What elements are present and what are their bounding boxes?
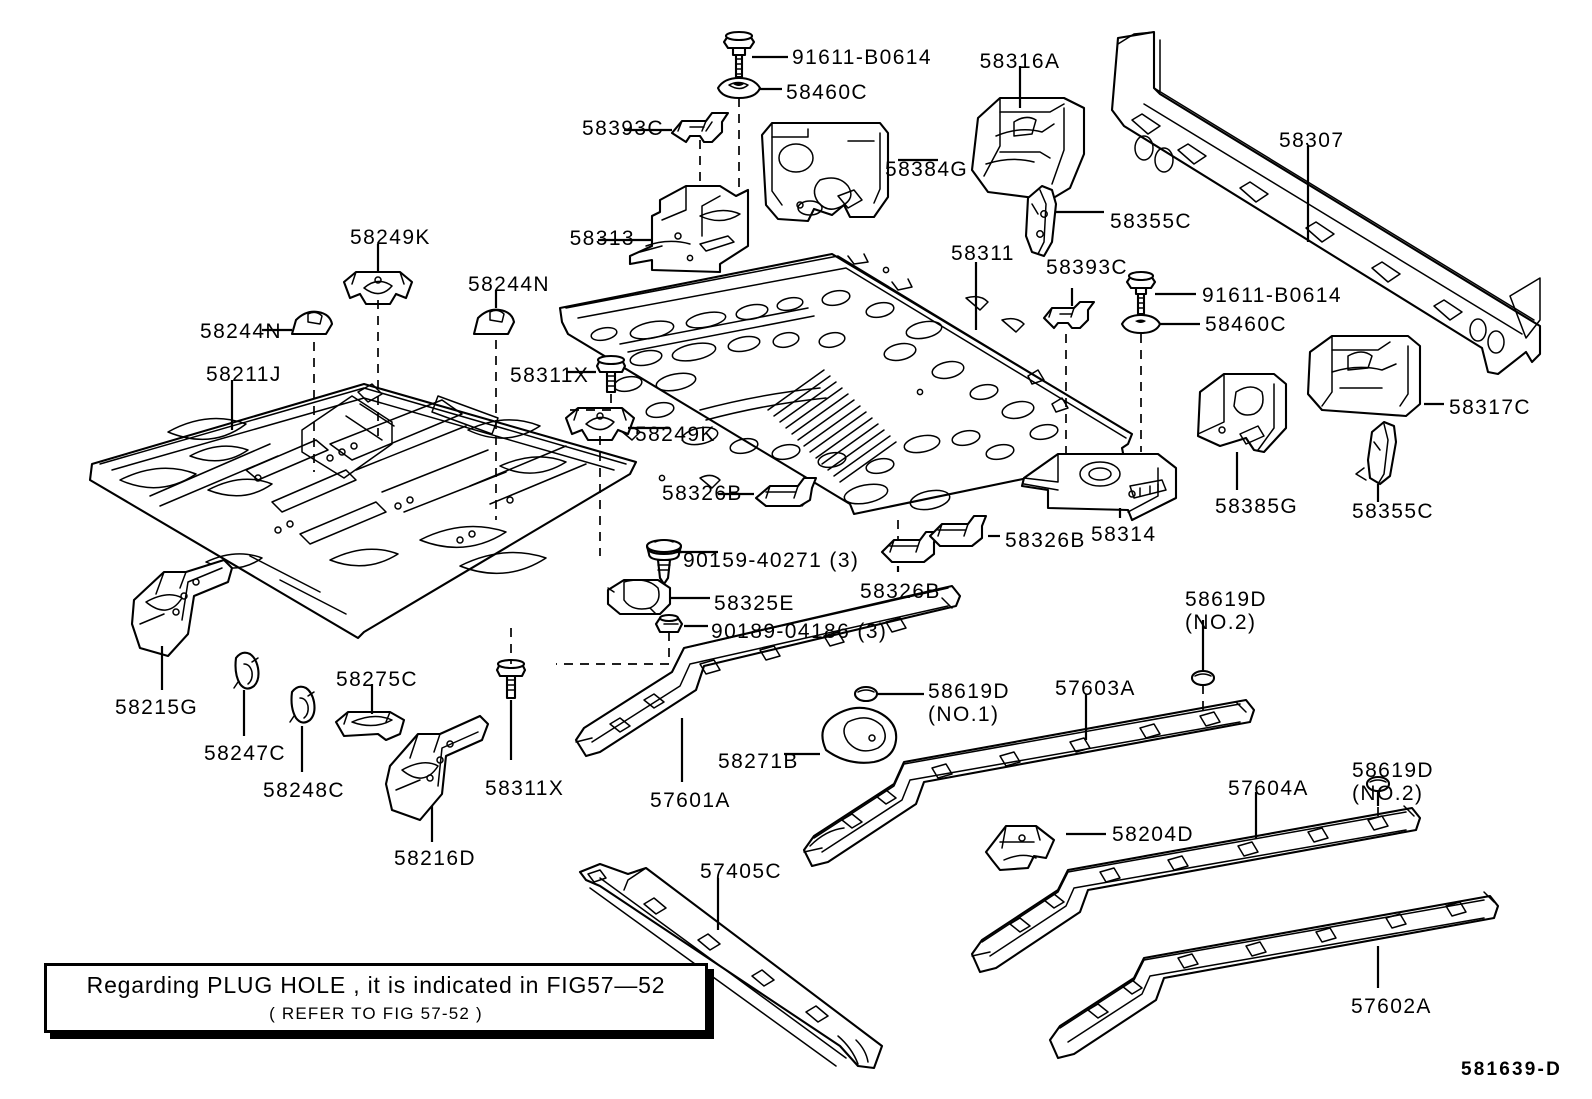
callout-label-58311x: 58311X [485, 777, 565, 800]
part-58314 [1020, 452, 1178, 522]
part-58385G [1196, 372, 1288, 454]
part-58355C-upper [1024, 184, 1058, 258]
part-57602A [1048, 891, 1500, 1060]
callout-label-58460c: 58460C [1205, 313, 1287, 336]
part-58204D [984, 824, 1056, 872]
callout-label-58247c: 58247C [204, 742, 286, 765]
callout-label-58311: 58311 [951, 242, 1015, 265]
part-58307 [1110, 30, 1542, 376]
part-58393C-top [670, 111, 730, 144]
part-57603A [802, 698, 1256, 868]
assembly-axis-9 [563, 394, 612, 411]
callout-label-57604a: 57604A [1228, 777, 1309, 800]
callout-label-58325e: 58325E [714, 592, 795, 615]
part-90189-04186 [654, 613, 684, 634]
part-58247C [233, 651, 260, 690]
callout-label-91611-b0614: 91611-B0614 [792, 46, 932, 69]
note-line-2: ( REFER TO FIG 57-52 ) [269, 1004, 483, 1023]
part-58311X-lower [495, 658, 527, 700]
plug-hole-note-box: Regarding PLUG HOLE , it is indicated in… [44, 963, 708, 1033]
callout-label-58393c: 58393C [1046, 256, 1128, 279]
part-58326B-c [928, 514, 988, 548]
callout-label-58313: 58313 [569, 227, 635, 250]
part-58244N-right [472, 308, 516, 336]
callout-label-58326b: 58326B [1005, 529, 1086, 552]
callout-label-90159-40271-3: 90159-40271 (3) [683, 549, 860, 572]
callout-label-58326b: 58326B [662, 482, 743, 505]
part-58271B [821, 706, 898, 764]
callout-label-58355c: 58355C [1110, 210, 1192, 233]
callout-label-58385g: 58385G [1215, 495, 1299, 518]
callout-label-58393c: 58393C [582, 117, 664, 140]
callout-label-57602a: 57602A [1351, 995, 1432, 1018]
callout-label-58248c: 58248C [263, 779, 345, 802]
callout-label-58249k: 58249K [635, 423, 716, 446]
part-58317C [1306, 334, 1422, 418]
callout-label-58244n: 58244N [468, 273, 550, 296]
callout-label-58275c: 58275C [336, 668, 418, 691]
callout-label-58271b: 58271B [718, 750, 799, 773]
part-91611-B0614-top [722, 30, 756, 79]
part-58460C-right [1120, 313, 1162, 335]
part-58619D-no1 [853, 685, 879, 703]
part-58619D-no2-upper [1190, 669, 1216, 687]
part-58460C-top [716, 76, 762, 100]
callout-label-58317c: 58317C [1449, 396, 1531, 419]
callout-label-58244n: 58244N [200, 320, 282, 343]
part-57405C [578, 862, 884, 1070]
callout-label-58307: 58307 [1279, 129, 1345, 152]
callout-label-58314: 58314 [1091, 523, 1157, 546]
part-58244N-left [290, 310, 334, 336]
callout-label-58384g: 58384G [885, 158, 969, 181]
callout-label-58215g: 58215G [115, 696, 199, 719]
callout-label-91611-b0614: 91611-B0614 [1202, 284, 1342, 307]
callout-label-58204d: 58204D [1112, 823, 1194, 846]
part-58248C [289, 685, 316, 724]
part-58393C-right [1042, 300, 1096, 330]
part-91611-B0614-right [1125, 270, 1157, 316]
part-90159-40271 [645, 538, 683, 586]
part-58619D-no2-lower [1365, 775, 1391, 793]
callout-label-90189-04186-3: 90189-04186 (3) [711, 620, 888, 643]
callout-label-58355c: 58355C [1352, 500, 1434, 523]
callout-label-58216d: 58216D [394, 847, 476, 870]
callout-label-57405c: 57405C [700, 860, 782, 883]
callout-label-58211j: 58211J [206, 363, 282, 386]
part-58355C-lower [1355, 420, 1398, 486]
part-58384G [760, 121, 890, 223]
callout-label-57603a: 57603A [1055, 677, 1136, 700]
note-line-1: Regarding PLUG HOLE , it is indicated in… [86, 972, 666, 998]
callout-label-57601a: 57601A [650, 789, 731, 812]
callout-label-58316a: 58316A [979, 50, 1061, 73]
part-58249K-lower [564, 406, 636, 442]
callout-label-58460c: 58460C [786, 81, 868, 104]
part-58311X-upper [595, 354, 627, 394]
part-58211J [88, 382, 638, 640]
part-58275C [334, 710, 406, 742]
callout-label-58249k: 58249K [350, 226, 431, 249]
callout-label-58619d-no-2: 58619D (NO.2) [1185, 588, 1267, 635]
part-58216D [384, 714, 490, 822]
part-58325E [606, 578, 672, 616]
part-57604A [970, 805, 1422, 974]
part-58326B-a [754, 476, 818, 508]
callout-label-58619d-no-2: 58619D (NO.2) [1352, 759, 1434, 806]
part-58215G [130, 558, 234, 658]
part-58316A [970, 96, 1086, 202]
callout-label-58311x: 58311X [510, 364, 590, 387]
callout-label-58326b: 58326B [860, 580, 941, 603]
part-58313 [628, 184, 750, 274]
part-57601A [574, 584, 962, 758]
assembly-axis-12 [556, 632, 670, 665]
callout-label-58619d-no-1: 58619D (NO.1) [928, 680, 1010, 727]
part-58249K-upper [342, 270, 414, 306]
figure-id: 581639-D [1460, 1059, 1562, 1080]
